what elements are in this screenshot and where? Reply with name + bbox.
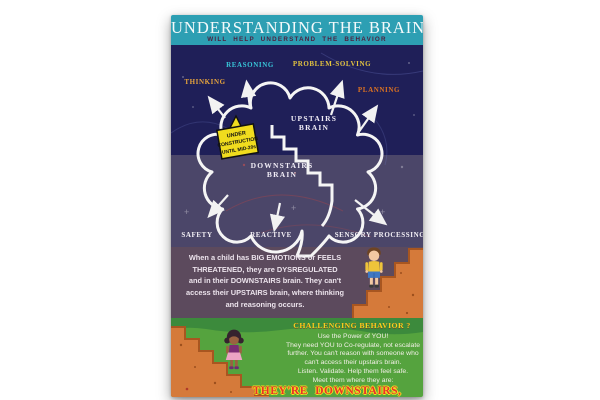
arrow-reasoning [240, 79, 257, 109]
brain-infographic-poster: UNDER CONSTRUCTION UNTIL MID-20s [171, 15, 423, 397]
co-regulation-line: Listen. Validate. Help them feel safe. [297, 367, 409, 375]
brain-staircase [270, 125, 334, 227]
co-regulation-line: further. You can't reason with someone w… [287, 350, 419, 358]
plus-decoration: + [291, 203, 297, 213]
downstairs-line1: DOWNSTAIRS [250, 161, 314, 170]
upstairs-line2: BRAIN [298, 123, 330, 132]
boy-character [365, 247, 383, 288]
dysregulation-line: THREATENED, they are DYSREGULATED [192, 264, 338, 274]
stairs-left [171, 326, 269, 397]
co-regulation-paragraph: Use the Power of YOU! They need YOU to C… [263, 333, 423, 385]
plus-decoration: + [380, 207, 386, 217]
sign-line-1: UNDER [226, 130, 246, 139]
stairs-right [352, 248, 423, 318]
label-sensory-processing: SENSORY PROCESSING [334, 231, 423, 239]
plus-decoration: + [184, 207, 190, 217]
label-reactive: REACTIVE [250, 231, 292, 239]
girl-character [224, 329, 244, 370]
challenging-behavior-heading: CHALLENGING BEHAVIOR ? [293, 321, 411, 330]
dysregulation-line: and reasoning occurs. [225, 299, 305, 309]
label-upstairs-brain: UPSTAIRS BRAIN [291, 114, 337, 132]
under-construction-sign: UNDER CONSTRUCTION UNTIL MID-20s [215, 114, 260, 160]
poster-graphics: UNDER CONSTRUCTION UNTIL MID-20s [171, 52, 423, 397]
label-reasoning: REASONING [226, 61, 274, 69]
poster-title: UNDERSTANDING THE BRAIN [171, 18, 423, 37]
label-thinking: THINKING [184, 78, 226, 86]
co-regulation-line: Use the Power of YOU! [317, 333, 389, 340]
header-band [171, 15, 423, 45]
dysregulation-paragraph: When a child has BIG EMOTIONS or FEELS T… [178, 252, 352, 311]
arrow-thinking [207, 95, 226, 119]
arrow-safety [207, 194, 229, 219]
sign-line-3: UNTIL MID-20s [222, 144, 257, 156]
arrow-reactive [269, 202, 286, 233]
label-downstairs-brain: DOWNSTAIRS BRAIN [251, 161, 314, 179]
label-safety: SAFETY [181, 231, 213, 239]
poster-subtitle: WILL HELP UNDERSTAND THE BEHAVIOR [207, 36, 387, 43]
dysregulation-line: access their UPSTAIRS brain, where think… [186, 288, 344, 298]
label-planning: PLANNING [357, 86, 401, 94]
co-regulation-line: Meet them where they are: [312, 376, 394, 384]
dysregulation-line: When a child has BIG EMOTIONS or FEELS [188, 253, 342, 262]
dysregulation-line: and in their DOWNSTAIRS brain. They can'… [188, 276, 342, 286]
upstairs-line1: UPSTAIRS [290, 114, 338, 123]
function-arrows [207, 79, 388, 233]
arrow-problem-solving [329, 79, 345, 116]
downstairs-line2: BRAIN [266, 170, 298, 179]
label-problem-solving: PROBLEM-SOLVING [292, 60, 372, 68]
co-regulation-line: They need YOU to Co-regulate, not escala… [285, 341, 420, 349]
theyre-downstairs-punchline: THEY'RE DOWNSTAIRS, [252, 385, 402, 397]
co-regulation-line: can't access their upstairs brain. [304, 359, 402, 367]
arrow-planning [357, 104, 379, 134]
arrow-sensory [354, 199, 388, 226]
